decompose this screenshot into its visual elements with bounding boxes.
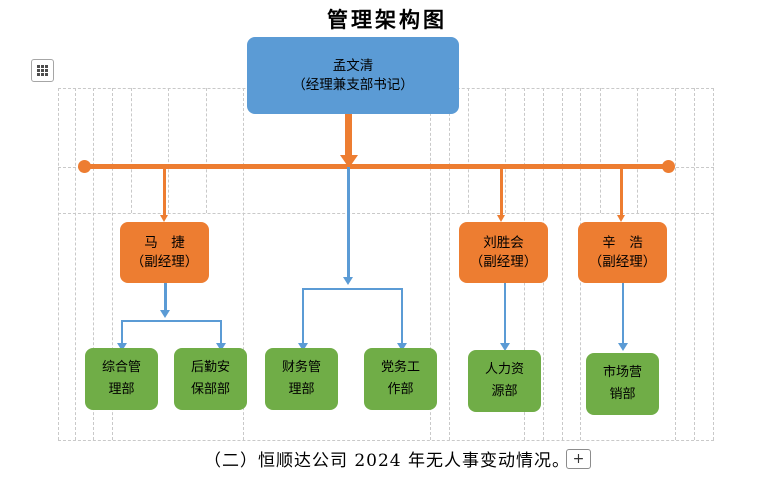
org-node-role: （副经理）	[469, 253, 538, 270]
grid-line-h	[58, 440, 714, 441]
grid-line-v	[131, 88, 132, 213]
org-node-name-line1: 财务管	[281, 360, 321, 375]
org-node-role: （副经理）	[588, 253, 657, 270]
org-node-name-line2: 理部	[288, 382, 315, 397]
connector-n3-to-n9	[504, 282, 506, 345]
grid-line-v	[505, 88, 506, 213]
connector-n5-arrowhead	[117, 343, 128, 351]
connector-bus-to-n2	[163, 167, 166, 217]
grid-line-v	[675, 88, 676, 440]
org-node-name: 刘胜会	[483, 234, 524, 251]
org-node-dept-finance[interactable]: 财务管 理部	[265, 348, 338, 410]
grid-line-v	[75, 88, 76, 440]
org-node-manager[interactable]: 孟文清 （经理兼支部书记）	[247, 37, 459, 114]
org-node-deputy-xinhao[interactable]: 辛 浩 （副经理）	[578, 222, 667, 283]
connector-n10-arrowhead	[618, 343, 629, 351]
org-node-name-line1: 后勤安	[190, 360, 230, 375]
org-node-name-line2: 作部	[387, 382, 414, 397]
grid-line-v	[243, 88, 244, 440]
org-node-dept-marketing[interactable]: 市场营 销部	[586, 353, 659, 415]
connector-n4-to-n10	[622, 282, 624, 345]
grid-line-v	[430, 88, 431, 440]
grid-line-v	[600, 88, 601, 213]
connector-mid-group-left-drop	[302, 288, 304, 345]
drag-handle-icon[interactable]	[31, 59, 54, 82]
connector-n9-arrowhead	[500, 343, 511, 351]
org-node-name: 孟文清	[332, 57, 374, 74]
grid-line-v	[93, 88, 94, 440]
org-node-name-line2: 保部部	[190, 382, 230, 397]
connector-n4-arrowhead	[617, 215, 626, 222]
org-node-name-line2: 源部	[491, 384, 518, 399]
connector-bus-cap-right	[662, 160, 675, 173]
org-node-dept-logistics-security[interactable]: 后勤安 保部部	[174, 348, 247, 410]
grid-line-v	[694, 88, 695, 440]
document-caption: （二）恒顺达公司 2024 年无人事变动情况。	[203, 451, 571, 471]
grid-line-h	[58, 213, 714, 214]
org-node-name-line1: 人力资	[484, 362, 524, 377]
org-node-dept-human-resources[interactable]: 人力资 源部	[468, 350, 541, 412]
connector-n6-arrowhead	[216, 343, 227, 351]
org-node-deputy-majie[interactable]: 马 捷 （副经理）	[120, 222, 209, 283]
connector-n2-stem	[164, 282, 167, 312]
connector-bus-to-n4	[620, 167, 623, 217]
connector-left-group-right-drop	[220, 320, 222, 345]
connector-mid-group-bar	[302, 288, 403, 290]
grid-line-v	[168, 88, 169, 213]
connector-bus-cap-left	[78, 160, 91, 173]
grid-line-v	[562, 88, 563, 440]
connector-horizontal-bus	[84, 164, 669, 169]
connector-bus-to-n3	[500, 167, 503, 217]
connector-left-group-left-drop	[121, 320, 123, 345]
grid-line-v	[713, 88, 714, 440]
org-node-name: 辛 浩	[602, 234, 643, 251]
plus-icon[interactable]: +	[566, 449, 591, 469]
connector-n2-arrowhead	[160, 215, 169, 222]
org-node-name-line2: 销部	[609, 387, 636, 402]
org-node-role: （经理兼支部书记）	[292, 76, 414, 93]
connector-n3-arrowhead	[497, 215, 506, 222]
drag-handle-dots	[37, 65, 48, 76]
org-node-name-line2: 理部	[108, 382, 135, 397]
page-title: 管理架构图	[327, 7, 447, 32]
org-node-deputy-liushenghui[interactable]: 刘胜会 （副经理）	[459, 222, 548, 283]
connector-n8-arrowhead	[397, 343, 408, 351]
grid-line-v	[468, 88, 469, 213]
grid-line-v	[112, 88, 113, 440]
org-node-dept-party-affairs[interactable]: 党务工 作部	[364, 348, 437, 410]
connector-left-group-bar	[121, 320, 222, 322]
org-node-dept-general-management[interactable]: 综合管 理部	[85, 348, 158, 410]
org-node-name-line1: 市场营	[602, 365, 642, 380]
org-node-name-line1: 党务工	[380, 360, 420, 375]
grid-line-v	[449, 88, 450, 440]
grid-line-v	[58, 88, 59, 440]
connector-ceo-stem	[345, 113, 352, 158]
connector-mid-group-right-drop	[401, 288, 403, 345]
grid-line-v	[206, 88, 207, 213]
grid-line-v	[637, 88, 638, 213]
org-node-name-line1: 综合管	[101, 360, 141, 375]
org-node-role: （副经理）	[130, 253, 199, 270]
connector-n2-stem-arrowhead	[160, 310, 171, 318]
connector-bus-to-mid-group	[347, 167, 350, 279]
connector-mid-group-arrowhead	[343, 277, 354, 285]
connector-n7-arrowhead	[298, 343, 309, 351]
org-node-name: 马 捷	[144, 234, 185, 251]
